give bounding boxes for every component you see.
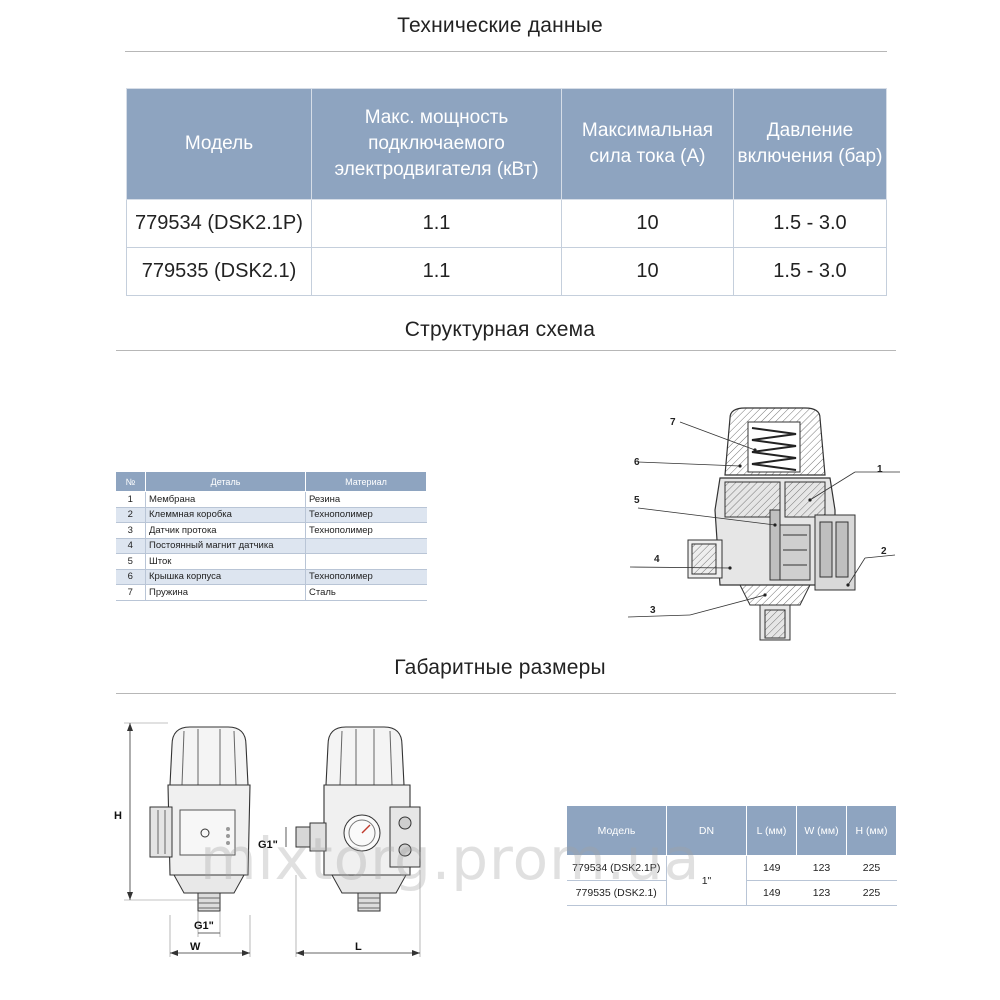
part-material: Технополимер [305,507,427,523]
parts-header-material: Материал [305,471,427,492]
spec-cell-pressure: 1.5 - 3.0 [733,199,887,248]
watermark: mixtorg.prom.ua [200,825,701,893]
section-title-tech: Технические данные [397,14,603,37]
dimension-drawing: H G1" W G1" L [114,722,421,957]
callout-2: 2 [881,546,887,557]
dims-header-l: L (мм) [746,805,797,856]
part-num: 7 [115,584,146,601]
dim-label-w: W [190,941,201,953]
table-row: 1 Мембрана Резина [115,491,427,508]
dim-label-h: H [114,810,122,822]
dims-cell-h: 225 [846,880,897,906]
part-num: 6 [115,569,146,585]
callout-3: 3 [650,605,656,616]
dims-cell-model: 779534 (DSK2.1P) [566,855,667,881]
section-title-dims: Габаритные размеры [394,656,606,679]
spec-header-current: Максимальная сила тока (А) [561,88,734,200]
table-row: 779535 (DSK2.1) 149 123 225 [566,880,897,906]
divider [116,350,896,351]
part-material [305,538,427,554]
spec-cell-power: 1.1 [311,247,562,296]
parts-header-part: Деталь [145,471,306,492]
parts-header-num: № [115,471,146,492]
spec-cell-pressure: 1.5 - 3.0 [733,247,887,296]
spec-cell-current: 10 [561,247,734,296]
table-row: 5 Шток [115,553,427,570]
spec-header-row: Модель Макс. мощность подключаемого элек… [126,88,887,200]
dims-cell-w: 123 [796,880,847,906]
parts-table: № Деталь Материал 1 Мембрана Резина 2 Кл… [115,471,427,601]
dim-label-g-side: G1" [258,839,278,851]
dim-label-g-front: G1" [194,920,214,932]
part-name: Пружина [145,584,306,601]
part-num: 2 [115,507,146,523]
table-row: 779535 (DSK2.1) 1.1 10 1.5 - 3.0 [126,247,887,296]
part-name: Мембрана [145,491,306,508]
part-num: 4 [115,538,146,554]
dims-cell-l: 149 [746,880,797,906]
dimensions-table: Модель DN L (мм) W (мм) H (мм) 779534 (D… [566,805,897,906]
part-material: Технополимер [305,522,427,539]
spec-header-model: Модель [126,88,312,200]
part-num: 1 [115,491,146,508]
callout-7: 7 [670,417,676,428]
table-row: 6 Крышка корпуса Технополимер [115,569,427,585]
dims-cell-h: 225 [846,855,897,881]
table-row: 2 Клеммная коробка Технополимер [115,507,427,523]
cutaway-diagram: 7 6 1 5 2 4 3 [627,407,900,641]
callout-1: 1 [877,464,883,475]
spec-cell-power: 1.1 [311,199,562,248]
spec-cell-current: 10 [561,199,734,248]
part-material: Сталь [305,584,427,601]
part-name: Постоянный магнит датчика [145,538,306,554]
table-row: 779534 (DSK2.1P) 1.1 10 1.5 - 3.0 [126,199,887,248]
table-row: 7 Пружина Сталь [115,584,427,601]
dims-header-h: H (мм) [846,805,897,856]
divider [116,693,896,694]
divider [125,51,887,52]
part-name: Шток [145,553,306,570]
dims-cell-w: 123 [796,855,847,881]
dims-header-model: Модель [566,805,667,856]
spec-cell-model: 779535 (DSK2.1) [126,247,312,296]
part-num: 3 [115,522,146,539]
part-material: Технополимер [305,569,427,585]
dims-header-w: W (мм) [796,805,847,856]
table-row: 4 Постоянный магнит датчика [115,538,427,554]
section-title-scheme: Структурная схема [404,318,596,341]
part-material [305,553,427,570]
table-row: 3 Датчик протока Технополимер [115,522,427,539]
spec-header-pressure: Давление включения (бар) [733,88,887,200]
parts-header-row: № Деталь Материал [115,471,427,492]
part-material: Резина [305,491,427,508]
spec-table: Модель Макс. мощность подключаемого элек… [126,88,887,296]
dims-cell-model: 779535 (DSK2.1) [566,880,667,906]
table-row: 779534 (DSK2.1P) 1" 149 123 225 [566,855,897,906]
dims-cell-dn: 1" [666,855,747,906]
spec-cell-model: 779534 (DSK2.1P) [126,199,312,248]
dims-cell-l: 149 [746,855,797,881]
part-num: 5 [115,553,146,570]
callout-4: 4 [654,554,660,565]
part-name: Клеммная коробка [145,507,306,523]
part-name: Датчик протока [145,522,306,539]
callout-6: 6 [634,457,640,468]
dim-label-l: L [355,941,362,953]
spec-header-power: Макс. мощность подключаемого электродвиг… [311,88,562,200]
callout-5: 5 [634,495,640,506]
dims-header-row: Модель DN L (мм) W (мм) H (мм) [566,805,897,856]
part-name: Крышка корпуса [145,569,306,585]
